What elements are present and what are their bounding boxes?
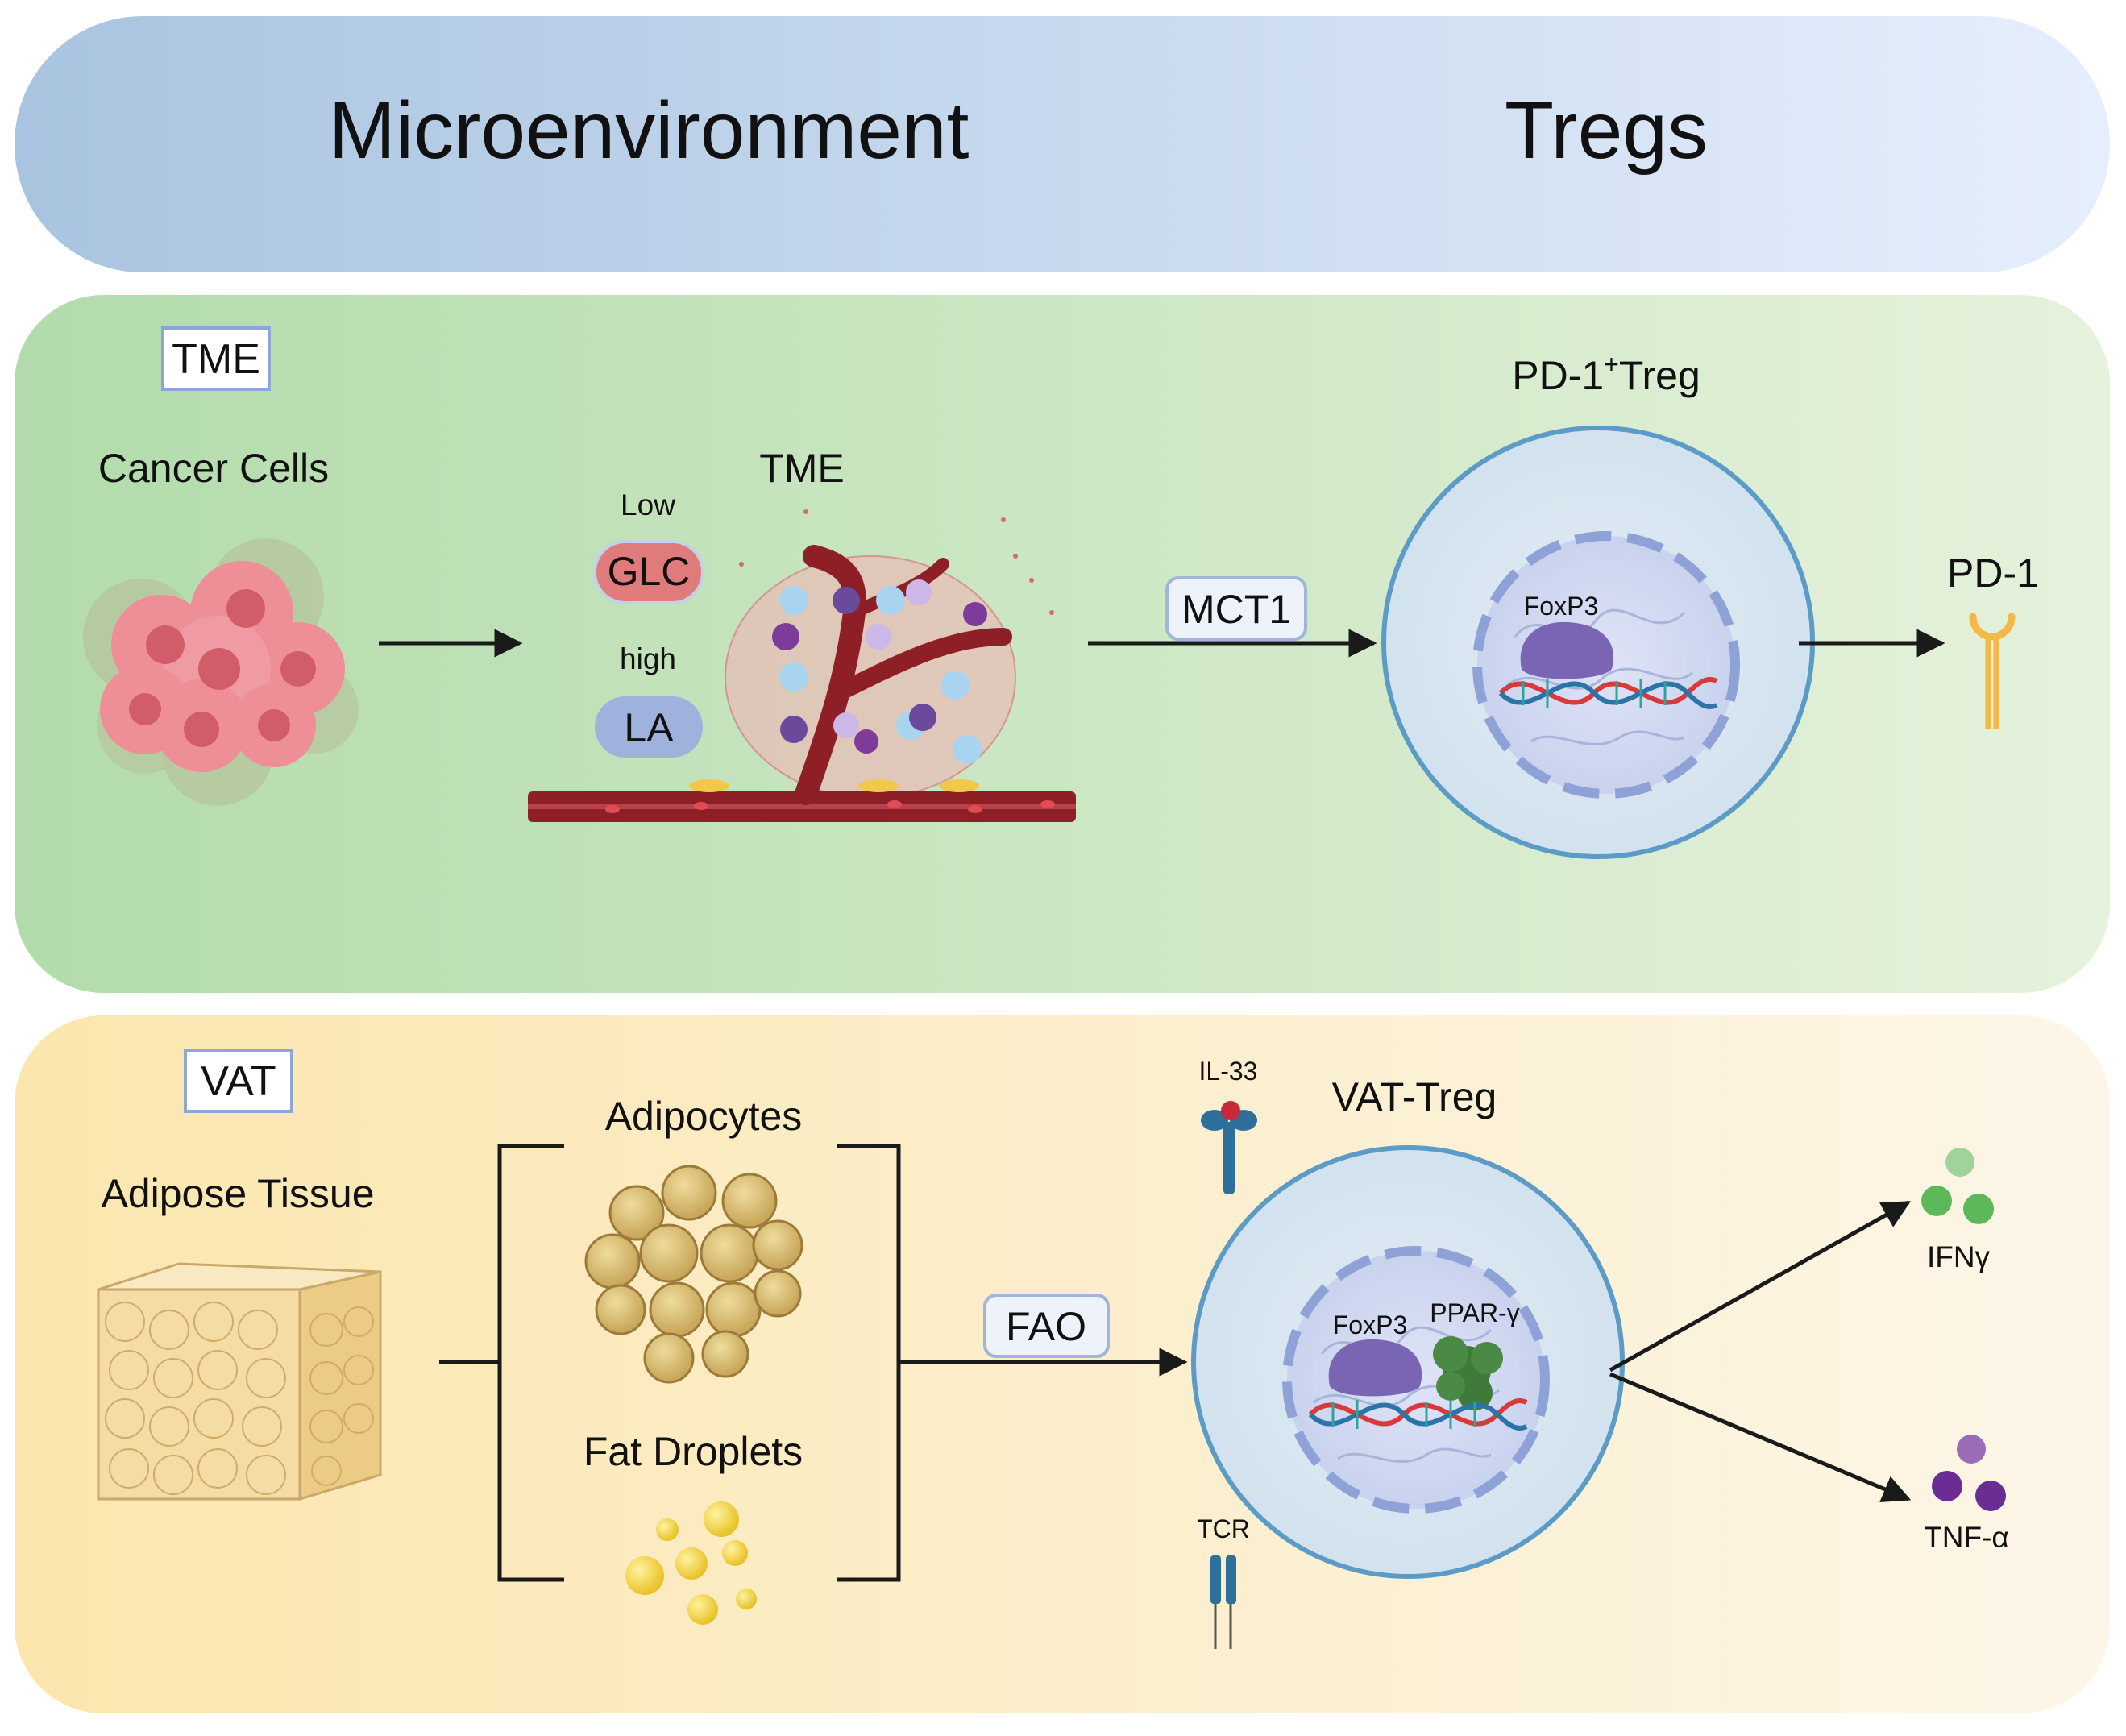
adipocytes-illustration: [584, 1165, 803, 1384]
ifng-molecules-icon: [1921, 1148, 1994, 1224]
adipocytes-label: Adipocytes: [605, 1094, 803, 1139]
glc-label: GLC: [608, 549, 691, 594]
tme-illustration: [528, 509, 1076, 822]
adipose-bracket: [439, 1144, 901, 1582]
dna-helix-tme: [1498, 676, 1718, 710]
vat-panel: [15, 1015, 2110, 1713]
pd1-label: PD-1: [1947, 550, 2039, 596]
tnfa-label: TNF-α: [1924, 1521, 2009, 1554]
header-tregs-title: Tregs: [1505, 85, 1708, 176]
foxp3-label-tme: FoxP3: [1524, 592, 1598, 621]
vat-tag: VAT: [184, 1049, 293, 1113]
vat-tag-label: VAT: [201, 1058, 276, 1105]
arrow-vat-treg-to-tnfa: [1609, 1372, 1912, 1502]
header-microenvironment-title: Microenvironment: [329, 85, 970, 176]
pd1-receptor-icon: [1969, 613, 2016, 729]
header-band: [15, 16, 2110, 272]
tme-tag: TME: [161, 326, 271, 391]
la-label: LA: [624, 705, 674, 750]
tcr-label: TCR: [1197, 1514, 1250, 1543]
adipose-tissue-cube: [97, 1262, 382, 1501]
arrow-vat-treg-to-ifng: [1609, 1200, 1912, 1373]
pd1-treg-title: PD-1+Treg: [1512, 350, 1700, 398]
cancer-cells-label: Cancer Cells: [98, 446, 329, 491]
tme-tag-label: TME: [172, 336, 260, 383]
tme-illustration-label: TME: [759, 446, 845, 491]
il33-label: IL-33: [1199, 1057, 1258, 1086]
fao-box: FAO: [983, 1294, 1110, 1358]
foxp3-label-vat: FoxP3: [1333, 1310, 1407, 1339]
il33-receptor-icon: [1201, 1101, 1257, 1194]
adipose-tissue-label: Adipose Tissue: [101, 1171, 374, 1216]
pd1-treg-title-end: Treg: [1619, 353, 1700, 398]
la-pill: LA: [595, 696, 703, 758]
foxp3-protein: [1520, 621, 1614, 679]
fao-label: FAO: [1006, 1304, 1086, 1349]
pparg-protein: [1433, 1336, 1503, 1410]
dna-helix-vat: [1308, 1398, 1528, 1431]
mct1-box: MCT1: [1165, 576, 1307, 641]
tcr-receptor-icon: [1210, 1555, 1236, 1649]
pparg-label: PPAR-γ: [1430, 1298, 1519, 1327]
fat-droplets-illustration: [625, 1501, 757, 1625]
glc-pill: GLC: [593, 540, 704, 604]
tnfa-molecules-icon: [1932, 1435, 2006, 1511]
la-level-label: high: [620, 642, 676, 675]
cancer-cells-illustration: [83, 538, 359, 806]
glc-level-label: Low: [621, 488, 675, 521]
foxp3-protein-vat: [1328, 1339, 1422, 1397]
fat-droplets-label: Fat Droplets: [583, 1429, 803, 1474]
vat-treg-title: VAT-Treg: [1332, 1074, 1497, 1119]
mct1-label: MCT1: [1181, 587, 1291, 632]
pd1-treg-title-sup: +: [1604, 350, 1619, 379]
pd1-treg-title-main: PD-1: [1512, 353, 1604, 398]
ifng-label: IFNγ: [1927, 1240, 1991, 1273]
